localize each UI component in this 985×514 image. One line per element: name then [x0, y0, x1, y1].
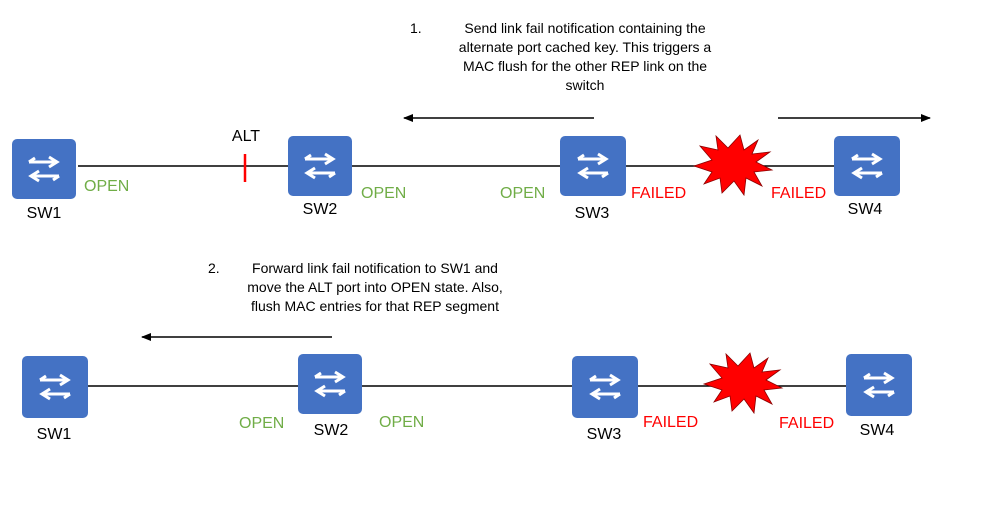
note-line: alternate port cached key. This triggers…	[458, 39, 712, 55]
note-line: move the ALT port into OPEN state. Also,	[247, 279, 503, 295]
switch-label: SW2	[314, 422, 349, 439]
explosion-icon	[702, 352, 784, 415]
switch-sw1-bottom	[22, 356, 88, 418]
switch-label: SW3	[587, 426, 622, 443]
note-line: switch	[565, 77, 605, 93]
step-2-note: 2. Forward link fail notification to SW1…	[208, 259, 528, 316]
switch-sw2-bottom	[298, 354, 362, 414]
switch-label: SW4	[860, 422, 895, 439]
explosion-icon	[692, 134, 774, 197]
switch-sw3-top	[560, 136, 626, 196]
switch-sw4-bottom	[846, 354, 912, 416]
note-line: Forward link fail notification to SW1 an…	[252, 260, 498, 276]
step-number: 1.	[410, 20, 422, 36]
switch-label: SW1	[37, 426, 72, 443]
port-state-failed: FAILED	[631, 185, 686, 202]
switch-sw2-top	[288, 136, 352, 196]
note-line: MAC flush for the other REP link on the	[462, 58, 708, 74]
step-1-note: 1. Send link fail notification containin…	[410, 19, 740, 95]
switch-label: SW3	[575, 205, 610, 222]
switch-sw4-top	[834, 136, 900, 196]
switch-sw3-bottom	[572, 356, 638, 418]
switch-label: SW1	[27, 205, 62, 222]
step-number: 2.	[208, 260, 220, 276]
switch-label: SW2	[303, 201, 338, 218]
switch-label: SW4	[848, 201, 883, 218]
port-state-open: OPEN	[500, 185, 545, 202]
port-state-failed: FAILED	[771, 185, 826, 202]
port-state-open: OPEN	[361, 185, 406, 202]
note-line: Send link fail notification containing t…	[464, 20, 706, 36]
alt-label: ALT	[232, 128, 260, 145]
port-state-open: OPEN	[379, 414, 424, 431]
port-state-open: OPEN	[239, 415, 284, 432]
switch-sw1-top	[12, 139, 76, 199]
port-state-failed: FAILED	[643, 414, 698, 431]
port-state-failed: FAILED	[779, 415, 834, 432]
note-line: flush MAC entries for that REP segment	[251, 298, 499, 314]
port-state-open: OPEN	[84, 178, 129, 195]
